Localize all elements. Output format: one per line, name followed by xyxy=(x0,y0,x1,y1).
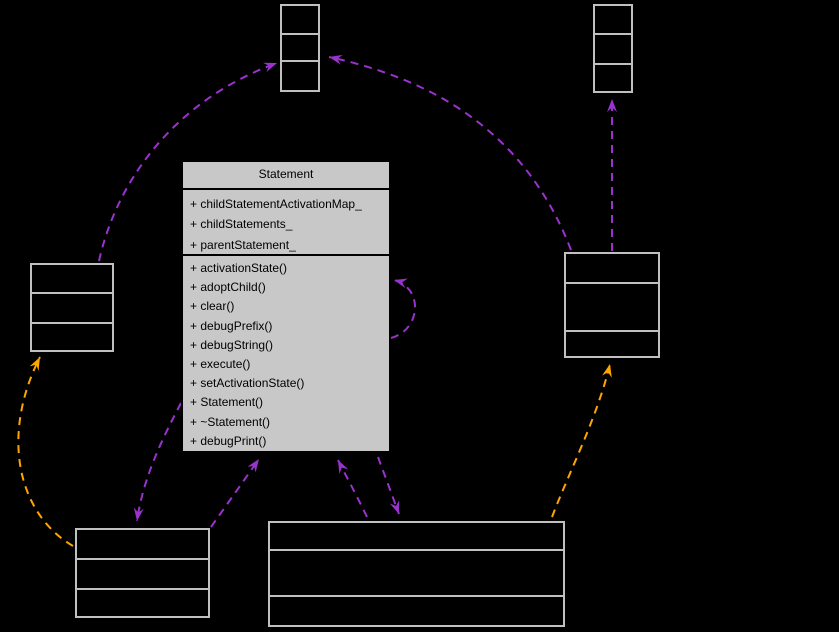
class-method: + Statement() xyxy=(190,395,264,410)
compartment-divider xyxy=(270,595,563,597)
compartment-divider xyxy=(282,33,318,35)
class-method: + execute() xyxy=(190,357,251,372)
usage-edge xyxy=(133,402,182,522)
class-attribute: + childStatements_ xyxy=(190,217,293,232)
node-top-center[interactable] xyxy=(280,4,320,92)
class-method: + activationState() xyxy=(190,261,288,275)
usage-edge xyxy=(377,456,400,515)
compartment-divider xyxy=(32,292,112,294)
template-edge xyxy=(551,363,612,518)
class-method: + clear() xyxy=(190,299,235,314)
class-title: Statement xyxy=(183,162,389,190)
class-method: + setActivationState() xyxy=(190,376,305,391)
class-method: + ~Statement() xyxy=(190,414,271,429)
node-bottom-left[interactable] xyxy=(75,528,210,618)
compartment-divider xyxy=(566,330,658,332)
template-edge xyxy=(17,356,74,547)
compartment-divider xyxy=(77,588,208,590)
class-method: + adoptChild() xyxy=(190,280,266,295)
compartment-divider xyxy=(77,558,208,560)
compartment-divider xyxy=(566,282,658,284)
class-method: + debugPrint() xyxy=(190,433,267,448)
class-methods-compartment: + activationState() + adoptChild() + clear… xyxy=(183,256,389,449)
usage-edge xyxy=(337,459,368,518)
class-attribute: + childStatementActivationMap_ xyxy=(190,197,362,211)
compartment-divider xyxy=(270,549,563,551)
class-method: + debugString() xyxy=(190,337,274,352)
compartment-divider xyxy=(595,63,631,65)
usage-edge xyxy=(210,458,260,528)
class-attributes-compartment: + childStatementActivationMap_ + childSta… xyxy=(183,190,389,256)
class-statement[interactable]: Statement + childStatementActivationMap_… xyxy=(181,160,391,453)
compartment-divider xyxy=(595,33,631,35)
usage-edge xyxy=(390,278,417,339)
class-attribute: + parentStatement_ xyxy=(190,237,296,252)
node-left[interactable] xyxy=(30,263,114,352)
class-method: + debugPrefix() xyxy=(190,318,273,333)
compartment-divider xyxy=(282,60,318,62)
compartment-divider xyxy=(32,322,112,324)
node-right[interactable] xyxy=(564,252,660,358)
node-bottom-center[interactable] xyxy=(268,521,565,627)
node-top-right[interactable] xyxy=(593,4,633,93)
